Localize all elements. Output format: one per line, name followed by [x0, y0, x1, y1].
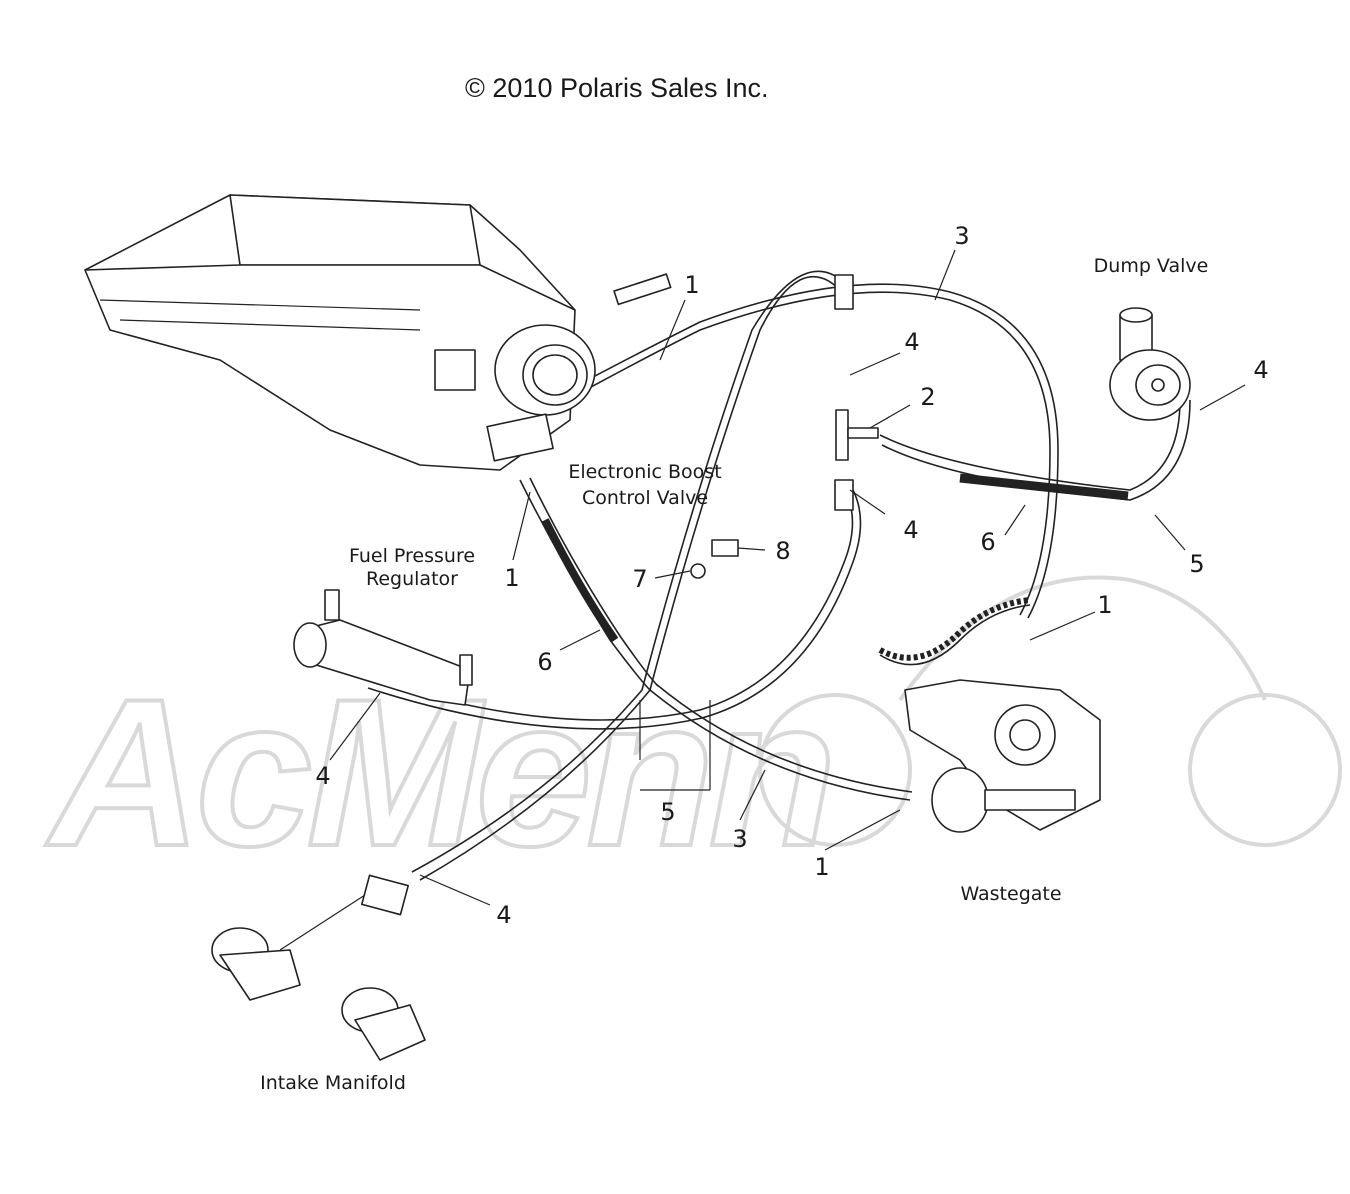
callout-1-top: 1	[684, 271, 699, 299]
callout-4-mid: 4	[903, 516, 918, 544]
callout-2: 2	[920, 383, 935, 411]
callout-8: 8	[775, 537, 790, 565]
ebcv-label-line1: Electronic Boost	[568, 461, 721, 483]
watermark: AcMenn	[43, 575, 1342, 892]
leader-lines	[329, 249, 1246, 906]
intake-manifold-label: Intake Manifold	[260, 1072, 406, 1094]
callout-1-right: 1	[1097, 591, 1112, 619]
intake-manifold	[211, 874, 426, 1061]
wastegate-assembly	[878, 597, 1101, 833]
dump-valve-label: Dump Valve	[1094, 255, 1209, 277]
callout-numbers: 3 1 4 2 4 4 6 5 8 7 1 1 6 4 5 3 1 4	[315, 222, 1268, 929]
callout-3-bottom: 3	[732, 825, 747, 853]
callout-1-bottom: 1	[814, 853, 829, 881]
callout-6-left: 6	[537, 648, 552, 676]
callout-4-bottom: 4	[496, 901, 511, 929]
callout-4-dump: 4	[1253, 356, 1268, 384]
fpr-label-line1: Fuel Pressure	[349, 545, 475, 567]
dump-valve	[1109, 307, 1191, 421]
callout-6-right: 6	[980, 528, 995, 556]
callout-3-top: 3	[954, 222, 969, 250]
hoses	[367, 270, 1191, 881]
clamp-and-screw	[690, 539, 739, 579]
callout-4-left: 4	[315, 762, 330, 790]
ebcv-label-line2: Control Valve	[582, 487, 708, 509]
tee-fitting	[834, 274, 879, 511]
airbox-assembly	[84, 194, 596, 471]
callout-5-right: 5	[1189, 550, 1204, 578]
callout-4-top: 4	[904, 328, 919, 356]
callout-7: 7	[632, 565, 647, 593]
callout-1-left: 1	[504, 564, 519, 592]
fuel-pressure-regulator	[293, 589, 473, 706]
callout-5-bottom: 5	[660, 798, 675, 826]
wastegate-label: Wastegate	[960, 883, 1061, 905]
copyright-text: © 2010 Polaris Sales Inc.	[465, 73, 769, 103]
fpr-label-line2: Regulator	[366, 568, 458, 590]
component-labels: Electronic Boost Control Valve Fuel Pres…	[260, 255, 1208, 1094]
